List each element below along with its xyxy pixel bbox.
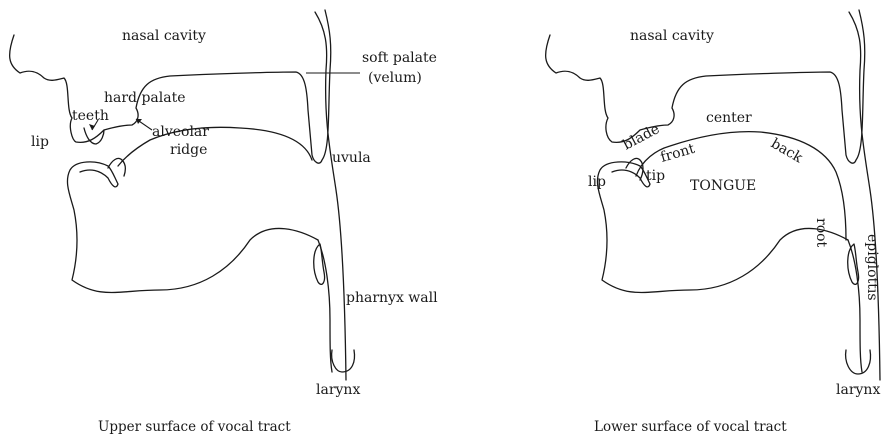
upper-pharynx-front	[318, 240, 332, 372]
label-nasal-cavity: nasal cavity	[122, 28, 206, 44]
label-lip-right: lip	[588, 174, 606, 190]
upper-alveolar-line	[118, 127, 312, 166]
label-epiglottis: epiglottis	[864, 234, 880, 301]
label-hard-palate: hard palate	[104, 90, 186, 106]
label-pharynx-wall: pharnyx wall	[346, 290, 438, 306]
label-nasal-cavity-right: nasal cavity	[630, 28, 714, 44]
lower-larynx-bulb	[846, 350, 871, 374]
label-ridge: ridge	[170, 142, 207, 158]
label-root: root	[813, 218, 829, 248]
label-center: center	[706, 110, 752, 126]
lower-pharynx-front	[848, 240, 862, 372]
lower-surface-panel: nasal cavity blade center front back lip…	[546, 10, 881, 435]
label-tongue: TONGUE	[690, 178, 756, 194]
label-larynx-right: larynx	[836, 382, 880, 398]
caption-lower: Lower surface of vocal tract	[594, 419, 787, 435]
label-teeth: teeth	[72, 108, 109, 124]
label-velum: (velum)	[368, 70, 422, 86]
lower-lower-teeth	[626, 158, 643, 180]
label-blade: blade	[620, 121, 662, 153]
caption-upper: Upper surface of vocal tract	[98, 419, 291, 435]
label-uvula: uvula	[332, 150, 371, 166]
upper-surface-panel: nasal cavity soft palate (velum) hard pa…	[10, 10, 438, 435]
upper-lower-teeth	[108, 158, 125, 176]
label-soft-palate: soft palate	[362, 50, 437, 66]
label-front: front	[659, 141, 697, 166]
label-lip: lip	[31, 134, 49, 150]
label-tip: tip	[646, 168, 665, 184]
teeth-arrowhead	[89, 124, 95, 130]
upper-epiglottis	[314, 244, 325, 284]
label-alveolar: alveolar	[152, 124, 209, 140]
label-larynx: larynx	[316, 382, 360, 398]
upper-larynx-bulb	[332, 350, 355, 372]
upper-jaw-outline	[67, 162, 318, 293]
